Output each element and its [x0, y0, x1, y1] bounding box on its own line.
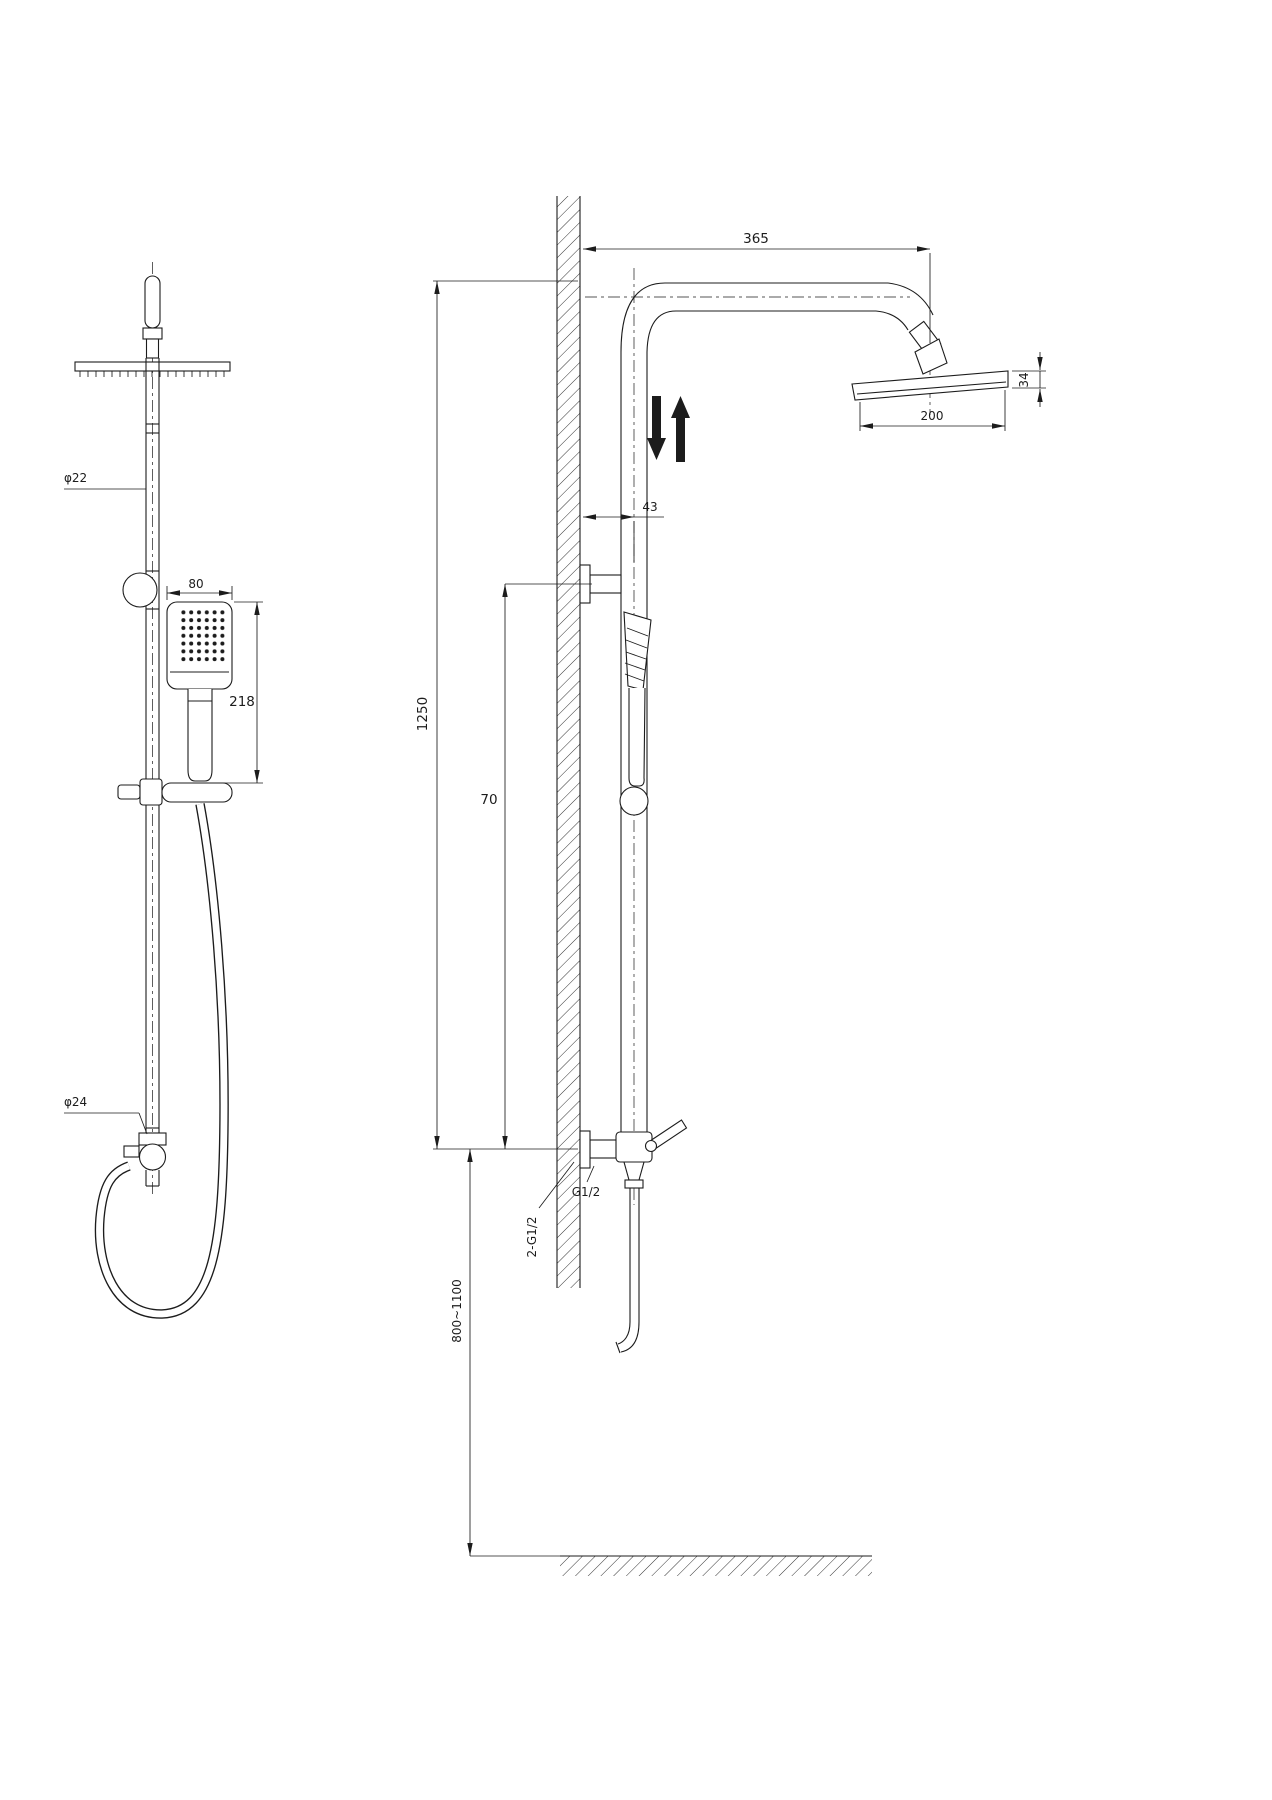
side-slider-knob	[619, 786, 649, 816]
side-overhead-shower	[851, 370, 1009, 401]
bracket-to-outlet-label: 70	[480, 792, 497, 808]
dim-dia-bottom-pipe: φ24	[64, 1095, 148, 1135]
down-arrow-icon	[647, 396, 666, 460]
diverter-lever	[650, 1119, 688, 1149]
install-height-label: 800~1100	[450, 1279, 464, 1343]
dim-arm-reach: 365	[583, 231, 931, 343]
up-arrow-icon	[671, 396, 690, 462]
dim-head-width: 200	[859, 390, 1006, 431]
handset-width-label: 80	[188, 577, 203, 591]
handset-length-label: 218	[229, 694, 255, 710]
arm-reach-label: 365	[743, 231, 769, 247]
dim-bracket-offset: 43	[583, 500, 664, 562]
dim-handset-length: 218	[214, 601, 263, 784]
head-width-label: 200	[921, 409, 944, 423]
wall-section	[556, 196, 581, 1288]
head-ball-joint	[914, 338, 948, 375]
side-riser-and-arm	[620, 282, 948, 1145]
dim-install-height: 800~1100	[450, 1149, 560, 1557]
dia-top-pipe-label: φ22	[64, 471, 87, 485]
head-thickness-label: 34	[1017, 372, 1031, 387]
floor-section	[560, 1555, 872, 1576]
front-hand-shower	[166, 601, 233, 782]
flow-direction-arrows	[647, 396, 690, 462]
outlet-thread-label: G1/2	[572, 1185, 601, 1199]
side-bottom-outlet	[579, 1119, 688, 1354]
front-upper-bracket	[122, 572, 158, 608]
front-shower-hose	[94, 803, 229, 1319]
front-bottom-diverter	[123, 1127, 167, 1187]
bracket-offset-label: 43	[642, 500, 657, 514]
dim-bracket-to-outlet: 70	[480, 583, 592, 1149]
side-view: 365 200 34 43	[415, 196, 1046, 1576]
dim-head-thickness: 34	[1012, 352, 1046, 407]
front-view: φ22 80 218	[64, 262, 263, 1319]
dim-riser-length: 1250	[415, 280, 578, 1150]
callout-wall-thread: 2-G1/2	[525, 1161, 575, 1258]
front-riser-pipe	[145, 358, 160, 1140]
dia-bottom-pipe-label: φ24	[64, 1095, 87, 1109]
front-slider-clamp	[117, 778, 233, 806]
dim-dia-top-pipe: φ22	[64, 471, 146, 490]
wall-thread-label: 2-G1/2	[525, 1216, 539, 1257]
riser-length-label: 1250	[415, 697, 431, 731]
callout-outlet-thread: G1/2	[572, 1165, 601, 1199]
front-overhead-shower	[74, 361, 231, 377]
front-top-connector	[142, 275, 163, 359]
dim-handset-width: 80	[166, 577, 233, 600]
side-hand-shower	[619, 611, 652, 816]
